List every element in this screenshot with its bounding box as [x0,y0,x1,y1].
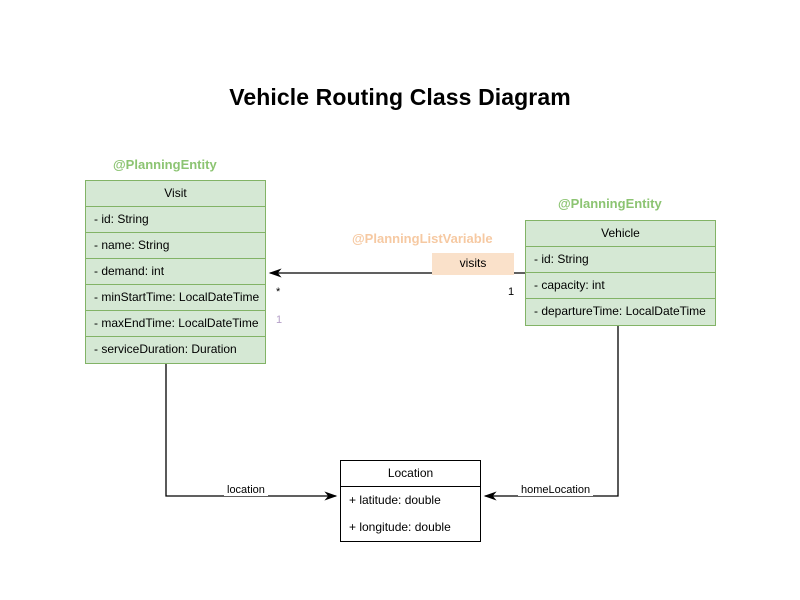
class-attribute: + latitude: double [349,493,441,507]
visit-stereotype-label: @PlanningEntity [113,157,217,172]
class-attribute: - id: String [86,207,265,233]
class-attribute: - id: String [526,247,715,273]
class-attribute: - capacity: int [526,273,715,299]
multiplicity-visit-one: 1 [276,314,283,326]
visits-stereotype-label: @PlanningListVariable [352,231,493,246]
edge-vehicle-homelocation [483,322,619,501]
class-name-vehicle: Vehicle [526,221,715,247]
class-attribute: - departureTime: LocalDateTime [534,304,706,318]
class-box-location[interactable]: Location + latitude: double + longitude:… [340,460,481,542]
multiplicity-vehicle-one: 1 [508,286,515,298]
class-attribute: - demand: int [86,259,265,285]
class-attribute: - name: String [86,233,265,259]
multiplicity-visit-star: * [276,286,281,298]
page-title: Vehicle Routing Class Diagram [229,84,571,110]
class-name-visit: Visit [86,181,265,207]
class-attribute: + longitude: double [349,520,451,534]
edge-label-homelocation: homeLocation [518,484,594,496]
class-box-visit[interactable]: Visit - id: String - name: String - dema… [85,180,266,364]
class-attribute: - maxEndTime: LocalDateTime [86,311,265,337]
class-name-location: Location [341,461,480,487]
class-attribute: - minStartTime: LocalDateTime [86,285,265,311]
edge-visit-location [165,362,338,501]
edge-label-location: location [224,484,268,496]
class-box-vehicle[interactable]: Vehicle - id: String - capacity: int - d… [525,220,716,326]
class-attribute: - serviceDuration: Duration [94,342,237,356]
edge-label-visits: visits [432,253,514,275]
vehicle-stereotype-label: @PlanningEntity [558,196,662,211]
